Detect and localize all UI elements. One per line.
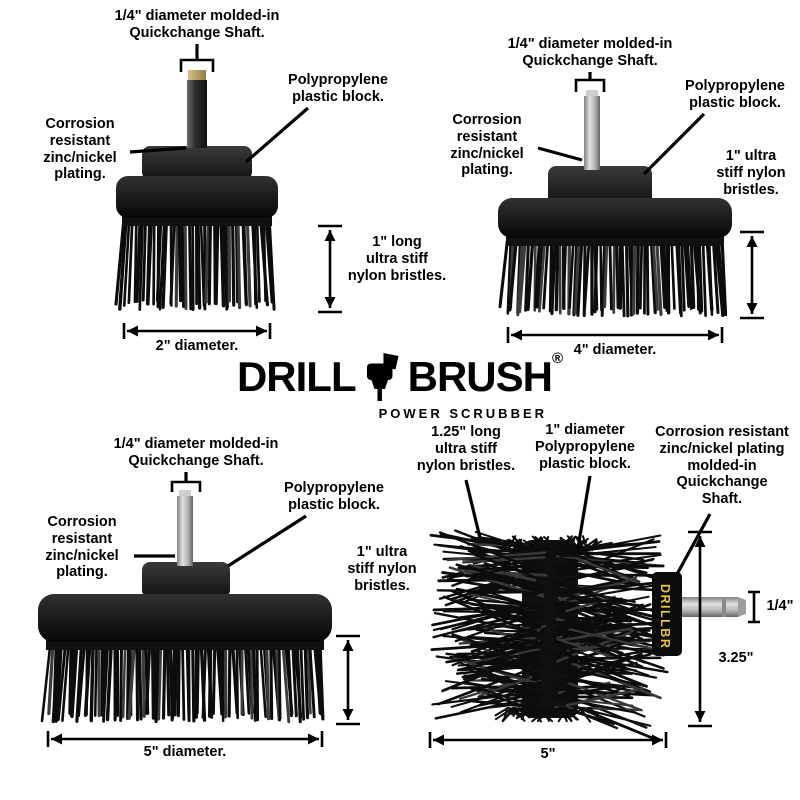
annotations-bottle xyxy=(428,475,760,748)
brush-4in-illustration xyxy=(498,90,732,318)
hex-shaft-bottle xyxy=(682,597,738,617)
label-4in-diameter: 4" diameter. xyxy=(573,342,657,358)
label-bottle-height: 3.25" xyxy=(718,650,754,666)
brush-disc-5in xyxy=(38,594,332,642)
registered-mark-icon: ® xyxy=(551,350,564,367)
label-5in-plating: Corrosion resistant zinc/nickel plating. xyxy=(45,514,119,581)
hex-shaft-5in xyxy=(177,496,193,566)
leader-block-bottle xyxy=(576,475,592,549)
hex-shaft-tip-4in xyxy=(586,90,598,98)
label-4in-block: Polypropylene plastic block. xyxy=(685,78,785,111)
label-bottle-block: 1" diameter Polypropylene plastic block. xyxy=(535,422,635,472)
bristles-bottle xyxy=(429,529,671,742)
leader-block-2in xyxy=(244,106,310,164)
brush-bottle-illustration: DRILLBR xyxy=(429,529,746,742)
label-5in-shaft: 1/4" diameter molded-in Quickchange Shaf… xyxy=(113,436,279,469)
shaft-brand-text: DRILLBR xyxy=(658,584,672,649)
label-5in-diameter: 5" diameter. xyxy=(143,744,227,760)
bristles-2in xyxy=(114,212,276,311)
label-2in-diameter: 2" diameter. xyxy=(155,338,239,354)
bracket-shaft-size xyxy=(748,590,760,624)
quickchange-groove xyxy=(722,597,726,617)
label-4in-shaft: 1/4" diameter molded-in Quickchange Shaf… xyxy=(507,36,673,69)
label-2in-shaft: 1/4" diameter molded-in Quickchange Shaf… xyxy=(114,8,280,41)
bracket-shaft-2in xyxy=(179,58,215,72)
hex-shaft-4in xyxy=(584,96,600,170)
leader-block-4in xyxy=(642,112,706,176)
annotations-4in xyxy=(506,72,764,343)
leader-plating-2in xyxy=(129,146,187,154)
label-bottle-shaft: Corrosion resistant zinc/nickel plating … xyxy=(655,424,789,508)
label-5in-bristles: 1" ultra stiff nylon bristles. xyxy=(347,544,417,594)
plastic-block-4in xyxy=(548,166,652,206)
logo-tagline: POWER SCRUBBER xyxy=(378,406,548,421)
brush-disc-2in xyxy=(116,176,278,218)
label-bottle-bristles: 1.25" long ultra stiff nylon bristles. xyxy=(416,424,516,474)
bristles-4in xyxy=(498,232,728,318)
leader-plating-4in xyxy=(537,146,583,162)
brush-disc-4in xyxy=(498,198,732,238)
annotations-2in xyxy=(122,44,342,339)
bristles-5in xyxy=(40,636,325,724)
label-4in-plating: Corrosion resistant zinc/nickel plating. xyxy=(450,112,524,179)
hex-shaft-tip-2in xyxy=(188,70,206,82)
leader-shaft-bottle xyxy=(674,513,712,577)
label-bottle-length: 5" xyxy=(540,746,556,762)
hex-shaft-2in xyxy=(187,80,207,148)
label-5in-block: Polypropylene plastic block. xyxy=(284,480,384,513)
label-2in-block: Polypropylene plastic block. xyxy=(288,72,388,105)
drillbrush-logo: DRILL BRUSH ® POWER SCRUBBER xyxy=(237,350,563,421)
leader-block-5in xyxy=(227,514,307,568)
logo-text-drill: DRILL xyxy=(236,353,357,400)
label-4in-bristles: 1" ultra stiff nylon bristles. xyxy=(716,148,786,198)
bracket-shaft-5in xyxy=(170,480,202,492)
logo-text-brush: BRUSH xyxy=(407,353,553,400)
logo-row: DRILL BRUSH ® xyxy=(237,350,563,404)
drill-icon xyxy=(366,353,399,401)
bracket-shaft-4in xyxy=(574,78,606,92)
plastic-block-5in xyxy=(142,562,230,598)
leader-bristles-bottle xyxy=(464,479,482,539)
hex-shaft-tip-bottle xyxy=(738,597,746,617)
label-2in-plating: Corrosion resistant zinc/nickel plating. xyxy=(43,116,117,183)
brush-2in-illustration xyxy=(114,70,278,311)
label-2in-bristles: 1" long ultra stiff nylon bristles. xyxy=(347,234,447,284)
hex-shaft-tip-5in xyxy=(179,490,191,498)
label-bottle-shaft-size: 1/4" xyxy=(766,598,794,614)
brush-5in-illustration xyxy=(38,490,332,724)
bottle-brush-hub xyxy=(652,572,682,656)
annotations-5in xyxy=(46,472,360,747)
plastic-block-2in xyxy=(142,146,252,180)
